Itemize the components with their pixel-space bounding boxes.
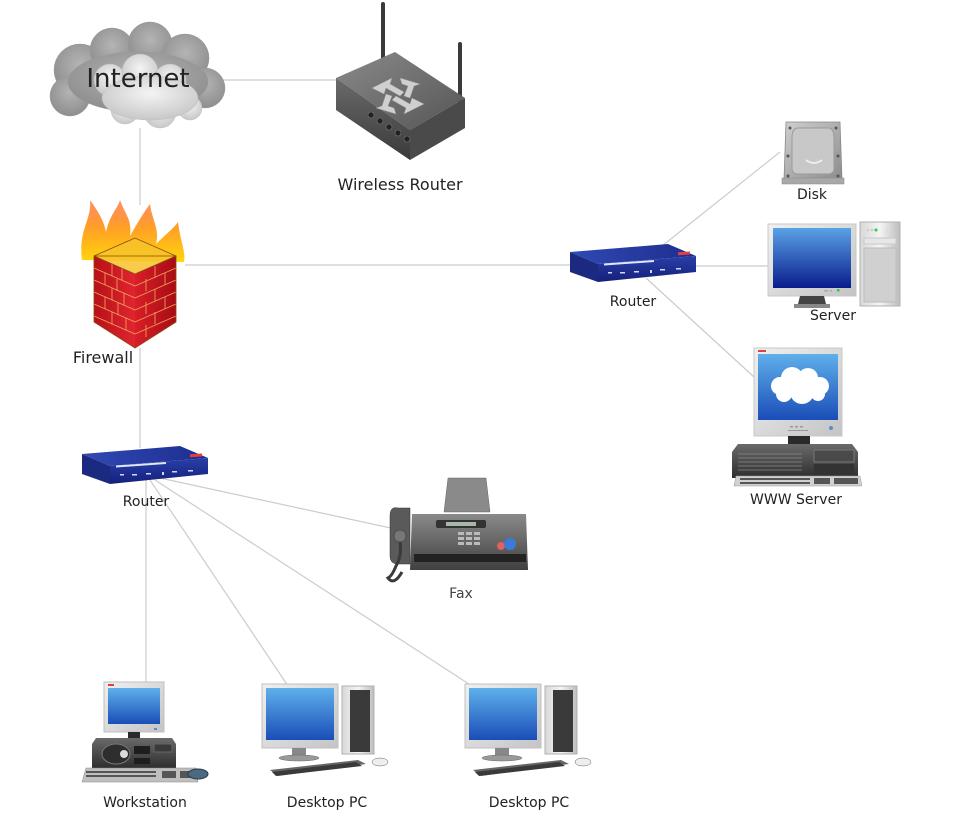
edge-router-bottom-desktop-1 — [149, 479, 289, 687]
desktop-pc-icon[interactable] — [261, 683, 389, 776]
fax-icon[interactable] — [385, 477, 528, 583]
disk-icon[interactable] — [781, 121, 845, 185]
www-server-icon[interactable] — [732, 347, 863, 487]
wireless-router-label: Wireless Router — [337, 175, 463, 194]
fax-label: Fax — [449, 586, 473, 602]
desktop-pc-icon[interactable] — [464, 683, 592, 776]
edge-router-bottom-desktop-2 — [154, 479, 473, 687]
workstation-label: Workstation — [103, 795, 187, 811]
server-icon[interactable] — [767, 221, 901, 308]
desktop-pc-1-label: Desktop PC — [286, 795, 368, 811]
router-bottom-icon[interactable] — [82, 446, 208, 484]
router-bottom-label: Router — [122, 494, 170, 510]
firewall-icon[interactable] — [81, 200, 185, 349]
www-server-label: WWW Server — [750, 492, 842, 508]
desktop-pc-2-label: Desktop PC — [488, 795, 570, 811]
router-top-label: Router — [609, 294, 657, 310]
edge-router-bottom-fax — [159, 477, 401, 531]
internet-label: Internet — [86, 64, 190, 94]
wireless-router-icon[interactable] — [336, 2, 465, 160]
firewall-label: Firewall — [72, 348, 134, 367]
disk-label: Disk — [796, 187, 828, 203]
edge-router-top-disk — [661, 151, 781, 247]
connectors — [139, 79, 781, 687]
edge-router-top-www-server — [645, 277, 755, 378]
server-label: Server — [810, 308, 856, 324]
workstation-icon[interactable] — [81, 681, 209, 783]
router-top-icon[interactable] — [570, 244, 696, 282]
internet-cloud-icon[interactable] — [49, 21, 226, 129]
